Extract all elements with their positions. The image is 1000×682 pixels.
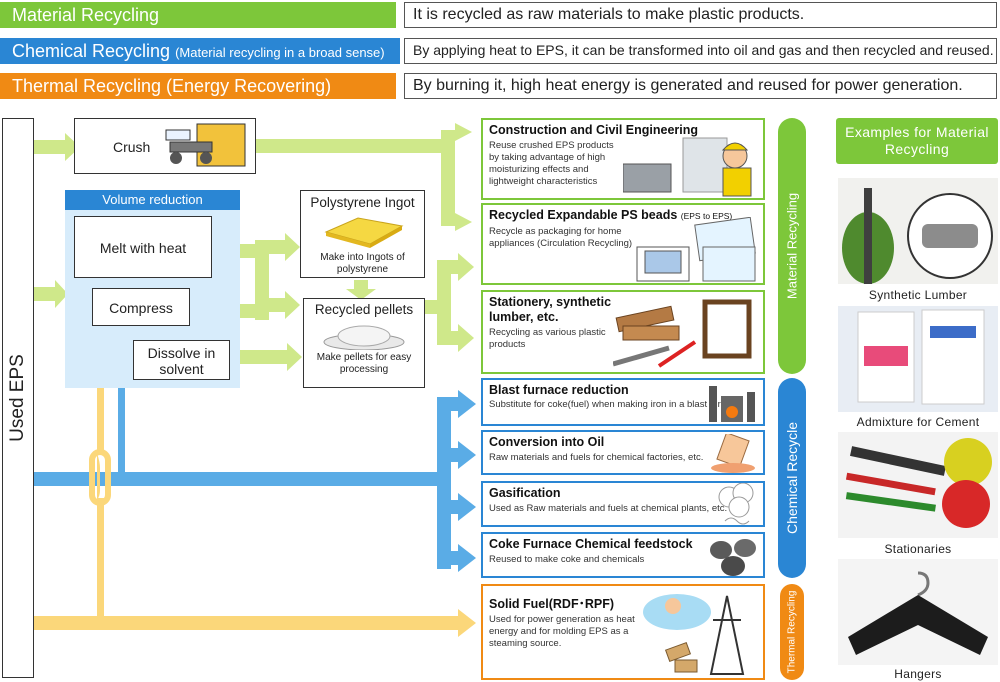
- outcome-construction: Construction and Civil Engineering Reuse…: [481, 118, 765, 200]
- category-label: Chemical Recycle: [784, 421, 800, 535]
- example-image-stationaries: [838, 432, 998, 538]
- outcome-desc: Substitute for coke(fuel) when making ir…: [489, 399, 742, 410]
- examples-title: Examples for Material Recycling: [836, 118, 998, 164]
- legend-extra: (Material recycling in a broad sense): [175, 45, 385, 60]
- outcome-desc: Raw materials and fuels for chemical fac…: [489, 452, 704, 463]
- melt-label: Melt with heat: [99, 240, 187, 256]
- arrow-to-crush: [33, 140, 65, 154]
- outcome-desc: Recycle as packaging for home appliances…: [489, 226, 633, 249]
- power-generation-icon: [643, 594, 745, 675]
- ingot-icon: [324, 217, 403, 248]
- arrow-to-crush-head: [65, 133, 80, 161]
- coke-icon: [710, 539, 756, 576]
- pellets-desc: Make pellets for easy processing: [316, 352, 412, 375]
- stationery-items-icon: [845, 438, 992, 528]
- category-material: Material Recycling: [778, 118, 806, 374]
- example-caption: Hangers: [894, 667, 942, 681]
- outcome-solid-fuel: Solid Fuel(RDF･RPF) Used for power gener…: [481, 584, 765, 680]
- example-image-synthetic-lumber: [838, 178, 998, 284]
- used-eps-label: Used EPS: [7, 354, 28, 442]
- outcome-title: Coke Furnace Chemical feedstock: [489, 537, 693, 551]
- melt-box: Melt with heat: [74, 216, 212, 278]
- outcome-oil: Conversion into Oil Raw materials and fu…: [481, 430, 765, 475]
- outcome-beads: Recycled Expandable PS beads (EPS to EPS…: [481, 203, 765, 285]
- packaging-icon: [636, 217, 756, 282]
- ingot-title: Polystyrene Ingot: [310, 195, 415, 210]
- ingot-box: Polystyrene Ingot Make into Ingots of po…: [300, 190, 425, 278]
- arrow-to-volume-head: [55, 280, 68, 308]
- example-caption: Synthetic Lumber: [868, 288, 968, 302]
- crusher-illustration-icon: [165, 123, 246, 167]
- example-caption: Stationaries: [884, 542, 952, 556]
- oil-icon: [711, 434, 755, 473]
- legend-row-thermal: Thermal Recycling (Energy Recovering) By…: [0, 73, 1000, 99]
- legend-name: Material Recycling: [12, 5, 160, 25]
- outcome-desc: Recycling as various plastic products: [489, 327, 606, 350]
- outcome-title: Stationery, synthetic lumber, etc.: [489, 295, 612, 324]
- legend-desc-material: It is recycled as raw materials to make …: [404, 2, 997, 28]
- pellets-box: Recycled pellets Make pellets for easy p…: [303, 298, 425, 388]
- example-image-cement: [838, 306, 998, 412]
- outcome-title: Blast furnace reduction: [489, 383, 629, 397]
- legend-tag-thermal: Thermal Recycling (Energy Recovering): [0, 73, 396, 99]
- legend-desc-thermal: By burning it, high heat energy is gener…: [404, 73, 997, 99]
- outcome-title: Solid Fuel(RDF･RPF): [489, 597, 614, 611]
- category-label: Thermal Recycling: [786, 590, 798, 674]
- category-thermal: Thermal Recycling: [780, 584, 804, 680]
- example-image-hangers: [838, 559, 998, 665]
- ingot-desc: Make into Ingots of polystyrene: [320, 252, 405, 275]
- legend-tag-chemical: Chemical Recycling (Material recycling i…: [0, 38, 400, 64]
- category-label: Material Recycling: [784, 192, 800, 300]
- dissolve-label: Dissolve in solvent: [147, 345, 216, 377]
- outcome-desc: Reuse crushed EPS products by taking adv…: [489, 140, 614, 187]
- hanger-icon: [848, 571, 988, 655]
- legend-row-chemical: Chemical Recycling (Material recycling i…: [0, 38, 1000, 64]
- example-caption: Admixture for Cement: [856, 415, 980, 429]
- outcome-note: (EPS to EPS): [680, 211, 733, 221]
- lumber-stationery-icon: [613, 299, 752, 368]
- outcome-title: Construction and Civil Engineering: [489, 123, 699, 137]
- outcome-coke: Coke Furnace Chemical feedstock Reused t…: [481, 532, 765, 578]
- pellets-title: Recycled pellets: [314, 302, 414, 317]
- outcome-title: Recycled Expandable PS beads: [489, 208, 678, 222]
- volume-reduction-title: Volume reduction: [65, 190, 240, 210]
- outcome-title: Conversion into Oil: [489, 435, 605, 449]
- arrow-crush-out: [255, 139, 450, 153]
- used-eps-source: Used EPS: [2, 118, 34, 678]
- category-chemical: Chemical Recycle: [778, 378, 806, 578]
- compress-label: Compress: [109, 300, 173, 316]
- construction-worker-icon: [623, 137, 752, 197]
- arrow-to-volume: [33, 287, 55, 301]
- gas-cloud-icon: [718, 483, 754, 525]
- pellets-icon: [323, 325, 405, 350]
- outcome-blast: Blast furnace reduction Substitute for c…: [481, 378, 765, 426]
- outcome-gas: Gasification Used as Raw materials and f…: [481, 481, 765, 527]
- legend-tag-material: Material Recycling: [0, 2, 396, 28]
- dissolve-box: Dissolve in solvent: [133, 340, 230, 380]
- legend-name: Thermal Recycling (Energy Recovering): [12, 76, 332, 96]
- blast-furnace-icon: [709, 386, 755, 422]
- outcome-desc: Reused to make coke and chemicals: [489, 554, 645, 565]
- legend-desc-chemical: By applying heat to EPS, it can be trans…: [404, 38, 997, 64]
- crush-label: Crush: [113, 139, 151, 155]
- legend-name: Chemical Recycling: [12, 41, 171, 61]
- compress-box: Compress: [92, 288, 190, 326]
- outcome-desc: Used for power generation as heat energy…: [489, 614, 635, 649]
- outcome-stationery: Stationery, synthetic lumber, etc. Recyc…: [481, 290, 765, 374]
- cement-bags-icon: [857, 309, 985, 405]
- outcome-title: Gasification: [489, 486, 561, 500]
- outcome-desc: Used as Raw materials and fuels at chemi…: [489, 503, 728, 514]
- legend-row-material: Material Recycling It is recycled as raw…: [0, 2, 1000, 28]
- synthetic-lumber-icon: [842, 188, 993, 284]
